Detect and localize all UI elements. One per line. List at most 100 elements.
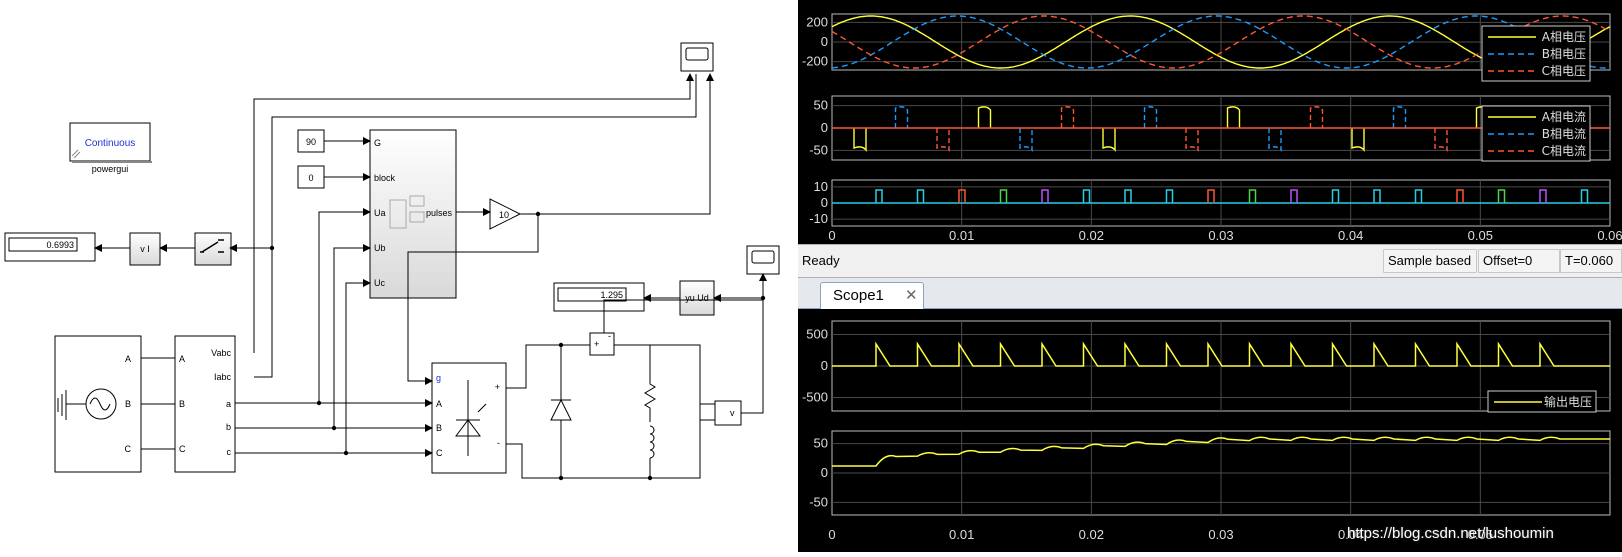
svg-text:Ub: Ub [374, 243, 386, 253]
legend-label: 输出电压 [1544, 394, 1592, 409]
x-tick-label: 0.04 [1338, 527, 1363, 542]
x-tick-label: 0.04 [1338, 228, 1363, 243]
vi-measurement-block[interactable]: A B C Vabc Iabc a b c [174, 335, 236, 473]
thyristor-bridge[interactable]: g A B C + - [431, 362, 507, 474]
current-pulse [1185, 128, 1199, 152]
powergui-name: powergui [92, 164, 129, 174]
x-tick-label: 0 [828, 527, 835, 542]
scope-top-figure: 2000-200A相电压B相电压C相电压500-50A相电流B相电流C相电流10… [798, 0, 1622, 244]
wire-junctions [269, 211, 766, 481]
svg-text:A: A [179, 354, 185, 364]
status-offset: Offset=0 [1478, 249, 1560, 273]
gate-pulse [1041, 189, 1049, 203]
signal-wires [94, 73, 767, 479]
scope-block-ud[interactable] [746, 245, 780, 275]
x-tick-label: 0.02 [1079, 527, 1104, 542]
current-pulse [977, 106, 992, 128]
legend-label: A相电流 [1542, 110, 1586, 124]
freewheel-diode[interactable] [550, 345, 572, 478]
svg-text:a: a [226, 399, 231, 409]
voltmeter-2[interactable]: v [714, 400, 742, 426]
display-rms[interactable]: 0.6993 [4, 232, 96, 262]
powergui-block[interactable]: Continuous powergui [69, 122, 152, 174]
voltage-series-1 [831, 15, 1611, 69]
gate-pulse [1331, 189, 1340, 203]
watermark: https://blog.csdn.net/lushoumin [1347, 525, 1554, 542]
gate-pulse [999, 189, 1008, 203]
display-ud[interactable]: 1.295 [553, 282, 645, 312]
scope-block-top[interactable] [680, 42, 714, 72]
current-pulse [1309, 106, 1324, 128]
rl-load[interactable] [644, 345, 656, 478]
y-tick-label: 0 [821, 120, 828, 135]
current-pulse [1392, 106, 1407, 128]
status-time: T=0.060 [1560, 249, 1622, 273]
svg-text:-: - [497, 438, 500, 448]
three-phase-source[interactable]: A B C [54, 335, 142, 473]
legend-label: B相电压 [1542, 47, 1586, 61]
manual-switch[interactable] [194, 232, 232, 266]
powergui-mode: Continuous [85, 138, 136, 149]
current-pulse [1351, 128, 1365, 152]
voltmeter-1[interactable]: +- [589, 331, 615, 356]
current-pulse [1102, 128, 1116, 152]
x-tick-label: 0.06 [1597, 228, 1622, 243]
simulink-canvas[interactable]: Continuous powergui 0.6993 1.295 v I yu … [0, 0, 798, 552]
gate-pulse [958, 189, 966, 203]
legend-label: A相电压 [1542, 30, 1586, 44]
const-alpha[interactable]: 90 [297, 129, 325, 153]
gate-pulse [1124, 189, 1132, 203]
gate-pulse [1456, 189, 1464, 203]
y-tick-label: 50 [814, 436, 828, 451]
svg-text:block: block [374, 173, 396, 183]
y-tick-label: 500 [806, 327, 828, 342]
svg-text:+: + [594, 339, 599, 349]
current-pulse [1060, 106, 1075, 128]
x-tick-label: 0.05 [1468, 228, 1493, 243]
legend: 输出电压 [1487, 390, 1597, 413]
current-pulse [1226, 106, 1241, 128]
output-voltage-series [832, 341, 1610, 367]
status-ready: Ready [802, 253, 840, 268]
gate-pulse [1082, 189, 1091, 203]
close-icon[interactable]: ✕ [905, 287, 918, 304]
svg-text:B: B [436, 423, 442, 433]
x-tick-label: 0.01 [949, 527, 974, 542]
x-tick-label: 0.02 [1079, 228, 1104, 243]
y-tick-label: -10 [809, 211, 828, 226]
model-diagram: Continuous powergui 0.6993 1.295 v I yu … [4, 42, 780, 481]
tab-scope1[interactable]: Scope1 ✕ [820, 282, 924, 309]
legend: A相电压 B相电压 C相电压 [1481, 25, 1591, 82]
svg-text:0.6993: 0.6993 [46, 240, 74, 250]
legend-label: C相电压 [1542, 64, 1586, 78]
voltage-series-0 [831, 15, 1611, 69]
const-block[interactable]: 0 [297, 165, 325, 189]
pulse-generator-block[interactable]: G block Ua Ub Uc pulses [369, 129, 457, 299]
svg-text:B: B [179, 399, 185, 409]
gate-pulse [1207, 189, 1215, 203]
x-tick-label: 0.03 [1208, 527, 1233, 542]
y-tick-label: 200 [806, 14, 828, 29]
current-pulse [894, 106, 909, 128]
svg-text:Iabc: Iabc [214, 372, 232, 382]
svg-text:C: C [179, 444, 186, 454]
status-sample: Sample based [1383, 249, 1477, 273]
gain-block[interactable]: 10 [489, 198, 522, 230]
y-tick-label: -50 [809, 142, 828, 157]
current-pulse [1434, 128, 1448, 152]
current-pulse [1143, 106, 1158, 128]
svg-text:pulses: pulses [426, 208, 453, 218]
svg-text:b: b [226, 422, 231, 432]
measure-ud-block[interactable]: yu Ud [679, 280, 715, 316]
svg-text:G: G [374, 138, 381, 148]
svg-text:v I: v I [140, 244, 150, 254]
svg-text:A: A [436, 399, 442, 409]
svg-text:+: + [495, 382, 500, 392]
y-tick-label: 0 [821, 34, 828, 49]
svg-text:Vabc: Vabc [211, 348, 231, 358]
rms-block[interactable]: v I [129, 232, 161, 266]
svg-text:A: A [125, 354, 131, 364]
y-tick-label: 10 [814, 179, 828, 194]
